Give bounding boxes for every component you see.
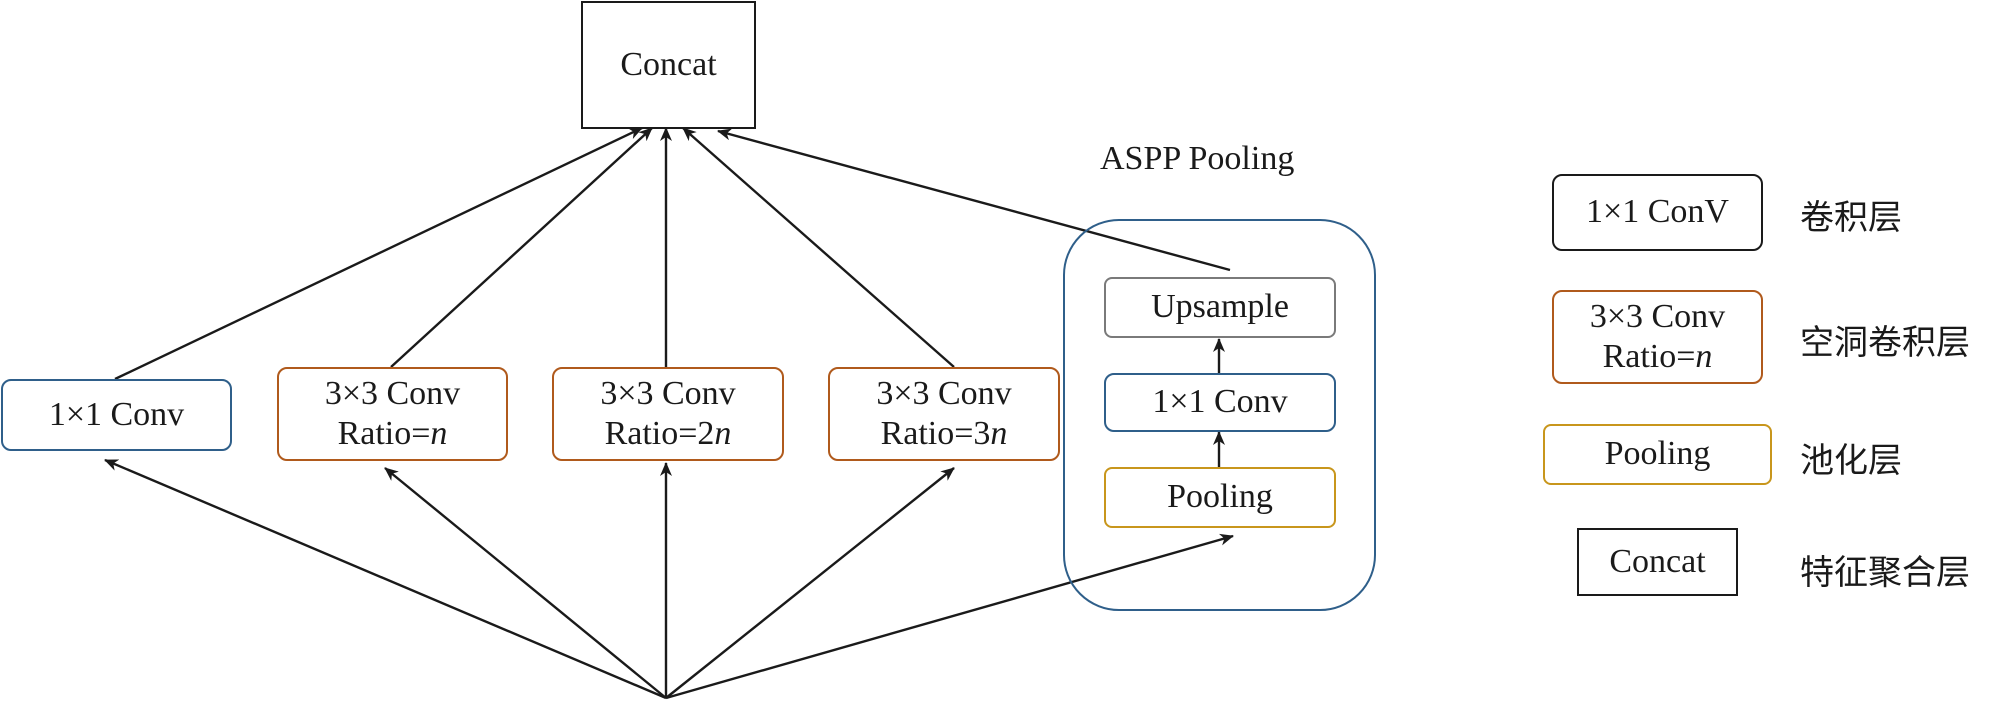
aspp-group — [1063, 219, 1376, 611]
legend-concat-box: Concat — [1577, 528, 1738, 596]
legend-concat-label: Concat — [1609, 542, 1706, 580]
arrow-input-to-branch4 — [665, 467, 955, 699]
branch-1x1-conv: 1×1 Conv — [1, 379, 232, 451]
concat-label: Concat — [620, 45, 717, 83]
arrow-input-to-branch2 — [384, 467, 667, 699]
legend-atrous-line2: Ratio=n — [1602, 338, 1713, 375]
legend-concat-desc: 特征聚合层 — [1800, 553, 1970, 593]
aspp-conv-label: 1×1 Conv — [1152, 383, 1288, 421]
legend-pooling-label: Pooling — [1604, 435, 1711, 473]
arrow-aspp-to-concat — [717, 128, 1231, 272]
aspp-pooling-box: Pooling — [1104, 467, 1336, 528]
branch-atrous-conv-2n-line1: 3×3 Conv — [600, 374, 736, 412]
arrow-branch1-to-concat — [114, 126, 643, 381]
branch-1x1-conv-label: 1×1 Conv — [48, 395, 185, 433]
legend-atrous-line1: 3×3 Conv — [1589, 297, 1726, 335]
arrow-branch4-to-concat — [682, 127, 955, 368]
aspp-upsample-box: Upsample — [1104, 277, 1336, 338]
branch-atrous-conv-3n-line2: Ratio=3n — [880, 415, 1008, 452]
branch-atrous-conv-3n-line1: 3×3 Conv — [876, 374, 1012, 412]
branch-atrous-conv-n-line2: Ratio=n — [337, 415, 448, 452]
legend-pooling-desc: 池化层 — [1800, 441, 1902, 481]
legend-atrous-desc: 空洞卷积层 — [1800, 323, 1970, 363]
branch-atrous-conv-2n-line2: Ratio=2n — [604, 415, 732, 452]
legend-pooling-box: Pooling — [1543, 424, 1772, 485]
aspp-conv-box: 1×1 Conv — [1104, 373, 1336, 432]
arrow-branch2-to-concat — [390, 127, 653, 368]
aspp-title: ASPP Pooling — [1100, 140, 1295, 177]
branch-atrous-conv-n: 3×3 Conv Ratio=n — [277, 367, 508, 461]
branch-atrous-conv-n-line1: 3×3 Conv — [324, 374, 461, 412]
legend-conv-box: 1×1 ConV — [1552, 174, 1763, 251]
legend-conv-desc: 卷积层 — [1800, 198, 1902, 238]
arrow-input-to-pooling — [665, 533, 1234, 700]
concat-box: Concat — [581, 1, 756, 129]
legend-conv-label: 1×1 ConV — [1586, 193, 1729, 231]
arrow-input-to-branch1 — [104, 458, 667, 700]
branch-atrous-conv-3n: 3×3 Conv Ratio=3n — [828, 367, 1060, 461]
legend-atrous-box: 3×3 Conv Ratio=n — [1552, 290, 1763, 384]
branch-atrous-conv-2n: 3×3 Conv Ratio=2n — [552, 367, 784, 461]
aspp-upsample-label: Upsample — [1151, 288, 1289, 326]
aspp-pooling-label: Pooling — [1167, 478, 1273, 516]
